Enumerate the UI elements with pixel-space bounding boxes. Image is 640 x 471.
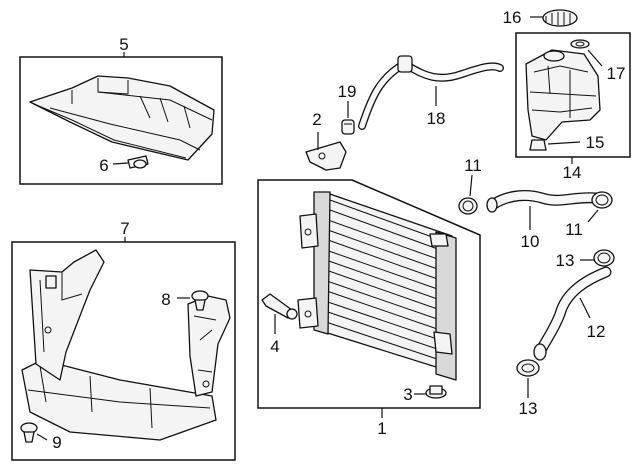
clip-19 <box>341 119 355 135</box>
callout-6: 6 <box>99 156 108 175</box>
callout-15: 15 <box>586 133 605 152</box>
box-outline-1 <box>257 179 481 409</box>
overflow-hose-18 <box>358 55 504 130</box>
lower-air-deflector <box>21 249 231 441</box>
callout-18: 18 <box>427 109 446 128</box>
callout-16: 16 <box>503 8 522 27</box>
push-pin-6 <box>127 155 149 169</box>
leader-6 <box>112 162 129 165</box>
push-pin-8 <box>191 290 209 311</box>
box-outline-14 <box>515 32 631 158</box>
callout-7: 7 <box>120 219 129 238</box>
box-outline-5 <box>19 56 223 185</box>
callout-10: 10 <box>521 232 540 251</box>
callout-13-upper: 13 <box>556 251 575 270</box>
callout-9: 9 <box>52 433 61 452</box>
box-outline-7 <box>11 241 236 461</box>
surge-tank <box>525 49 601 141</box>
callout-19: 19 <box>338 82 357 101</box>
clamp-13-upper <box>593 249 615 267</box>
radiator-core <box>297 191 457 381</box>
bolt-15 <box>529 139 547 151</box>
pressure-cap-16 <box>542 9 578 27</box>
drain-plug-3 <box>425 385 447 399</box>
upper-air-baffle <box>29 75 215 161</box>
group-box-14 <box>515 32 631 164</box>
callout-17: 17 <box>607 64 626 83</box>
leader-11a <box>469 174 473 197</box>
group-box-1 <box>257 179 481 418</box>
clamp-11-left <box>458 197 478 215</box>
leader-15 <box>547 141 581 145</box>
leader-9 <box>36 433 48 441</box>
group-box-5 <box>19 52 223 185</box>
callout-13-lower: 13 <box>519 399 538 418</box>
sensor-4 <box>261 293 298 320</box>
leader-17 <box>587 49 603 67</box>
callout-8: 8 <box>161 290 170 309</box>
callout-4: 4 <box>270 337 279 356</box>
callout-1: 1 <box>377 419 386 438</box>
push-pin-9 <box>20 422 38 443</box>
group-box-7 <box>11 237 236 461</box>
clamp-11-right <box>591 191 613 209</box>
upper-hose-10 <box>486 190 602 213</box>
cap-17-seal <box>570 39 590 49</box>
clamp-13-lower <box>516 359 540 377</box>
callout-11-lower: 11 <box>565 220 583 239</box>
callout-14: 14 <box>563 163 582 182</box>
lower-hose-12 <box>533 266 612 361</box>
callout-5: 5 <box>119 35 128 54</box>
bracket-2 <box>305 141 347 171</box>
callout-2: 2 <box>312 110 321 129</box>
callout-12: 12 <box>587 322 606 341</box>
callout-11-upper: 11 <box>464 156 482 175</box>
leader-12 <box>579 297 591 319</box>
callout-3: 3 <box>403 385 412 404</box>
leader-11b <box>587 209 599 223</box>
